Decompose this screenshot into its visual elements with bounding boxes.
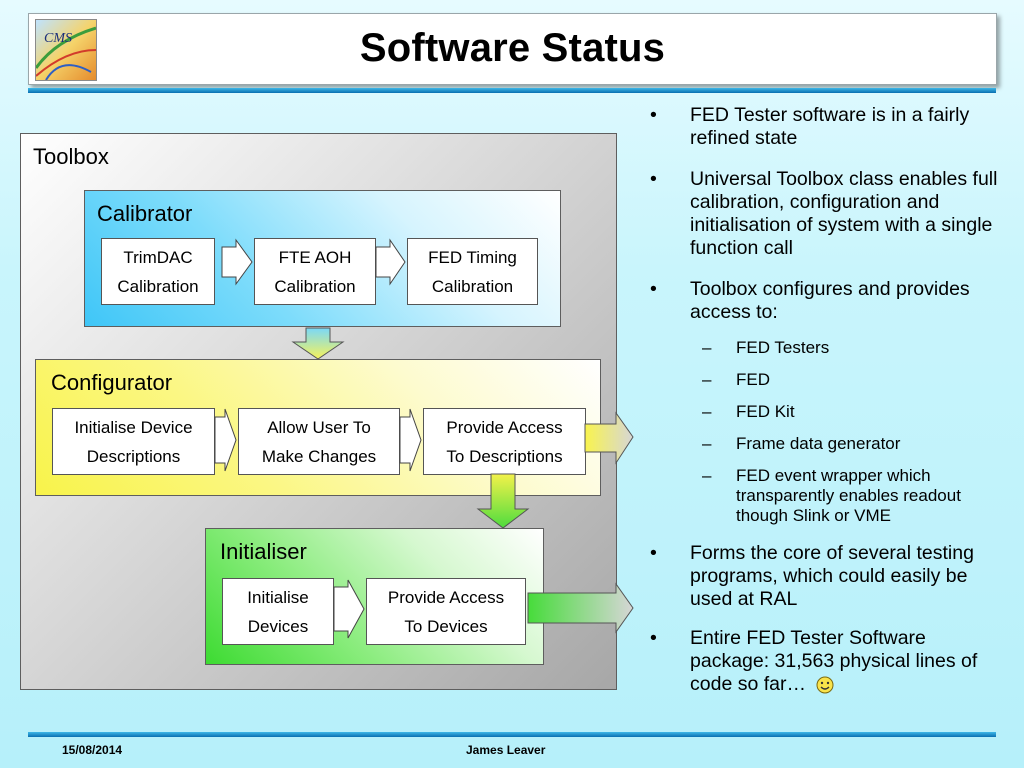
bullet-symbol: • — [650, 168, 657, 190]
step-line: Calibration — [274, 276, 356, 296]
bullet-item: • Forms the core of several testing prog… — [640, 542, 1010, 611]
sub-text: Frame data generator — [736, 434, 901, 453]
cms-logo: CMS — [34, 19, 97, 81]
header-rule — [28, 88, 996, 93]
step-line: To Descriptions — [446, 446, 563, 466]
step-provide-access-to-devices: Provide Access To Devices — [366, 578, 526, 645]
step-line: Descriptions — [86, 446, 181, 466]
arrow-right-icon — [375, 238, 406, 286]
bullet-text: Entire FED Tester Software package: 31,5… — [690, 627, 978, 695]
step-line: Calibration — [117, 276, 199, 296]
step-provide-access-to-descriptions: Provide Access To Descriptions — [423, 408, 586, 475]
step-line: TrimDAC — [123, 247, 193, 267]
bullet-list: • FED Tester software is in a fairly ref… — [640, 104, 1010, 710]
step-line: Provide Access — [446, 417, 563, 437]
logo-text: CMS — [44, 31, 72, 46]
bullet-symbol: • — [650, 627, 657, 649]
dash-symbol: – — [702, 370, 712, 389]
calibrator-panel: Calibrator TrimDAC Calibration FTE AOH C… — [84, 190, 561, 327]
sub-text: FED event wrapper which transparently en… — [736, 466, 961, 525]
arrow-down-icon — [476, 473, 530, 529]
sub-text: FED Kit — [736, 402, 795, 421]
calibrator-label: Calibrator — [97, 201, 193, 226]
step-line: Make Changes — [261, 446, 377, 466]
arrow-right-icon — [333, 579, 365, 639]
step-line: Initialise Device — [74, 417, 193, 437]
arrow-right-icon — [399, 408, 422, 472]
sub-item: – FED event wrapper which transparently … — [640, 466, 1010, 526]
arrow-right-icon — [584, 411, 634, 465]
bullet-symbol: • — [650, 278, 657, 300]
dash-symbol: – — [702, 402, 712, 421]
bullet-symbol: • — [650, 104, 657, 126]
step-line: Allow User To — [267, 417, 371, 437]
step-line: To Devices — [404, 616, 488, 636]
dash-symbol: – — [702, 466, 712, 485]
configurator-label: Configurator — [51, 370, 173, 395]
step-fte-aoh-calibration: FTE AOH Calibration — [254, 238, 376, 305]
step-line: FTE AOH — [278, 247, 352, 267]
slide-title: Software Status — [359, 26, 666, 70]
dash-symbol: – — [702, 338, 712, 357]
step-fed-timing-calibration: FED Timing Calibration — [407, 238, 538, 305]
bullet-text: FED Tester software is in a fairly refin… — [690, 104, 970, 149]
step-line: Initialise — [247, 587, 309, 607]
initialiser-panel: Initialiser Initialise Devices Provide A… — [205, 528, 544, 665]
bullet-item: • Universal Toolbox class enables full c… — [640, 168, 1010, 260]
arrow-right-icon — [214, 408, 237, 472]
footer-date: 15/08/2014 — [62, 743, 123, 757]
arrow-down-icon — [291, 327, 345, 360]
arrow-right-icon — [221, 238, 253, 286]
footer-author: James Leaver — [466, 743, 546, 757]
sub-text: FED Testers — [736, 338, 830, 357]
bullet-symbol: • — [650, 542, 657, 564]
title-bar: CMS Software Status — [28, 13, 997, 85]
sub-item: – FED Testers — [640, 338, 1010, 358]
sub-item: – FED Kit — [640, 402, 1010, 422]
arrow-right-icon — [527, 582, 634, 634]
dash-symbol: – — [702, 434, 712, 453]
sub-text: FED — [736, 370, 770, 389]
step-line: FED Timing — [428, 247, 517, 267]
bullet-item: • FED Tester software is in a fairly ref… — [640, 104, 1010, 150]
sub-item: – Frame data generator — [640, 434, 1010, 454]
step-line: Provide Access — [387, 587, 505, 607]
initialiser-label: Initialiser — [220, 539, 307, 564]
configurator-panel: Configurator Initialise Device Descripti… — [35, 359, 601, 496]
toolbox-label: Toolbox — [33, 144, 109, 169]
step-initialise-devices: Initialise Devices — [222, 578, 334, 645]
step-line: Calibration — [431, 276, 514, 296]
smiley-icon — [816, 676, 834, 700]
footer-rule — [28, 732, 996, 737]
step-allow-user-to-make-changes: Allow User To Make Changes — [238, 408, 400, 475]
step-initialise-device-descriptions: Initialise Device Descriptions — [52, 408, 215, 475]
bullet-text: Toolbox configures and provides access t… — [690, 278, 970, 323]
bullet-item: • Toolbox configures and provides access… — [640, 278, 1010, 324]
step-line: Devices — [247, 616, 309, 636]
sub-item: – FED — [640, 370, 1010, 390]
bullet-text: Forms the core of several testing progra… — [690, 542, 974, 610]
step-trimdac-calibration: TrimDAC Calibration — [101, 238, 215, 305]
bullet-item: • Entire FED Tester Software package: 31… — [640, 627, 1010, 700]
bullet-text: Universal Toolbox class enables full cal… — [690, 168, 998, 259]
